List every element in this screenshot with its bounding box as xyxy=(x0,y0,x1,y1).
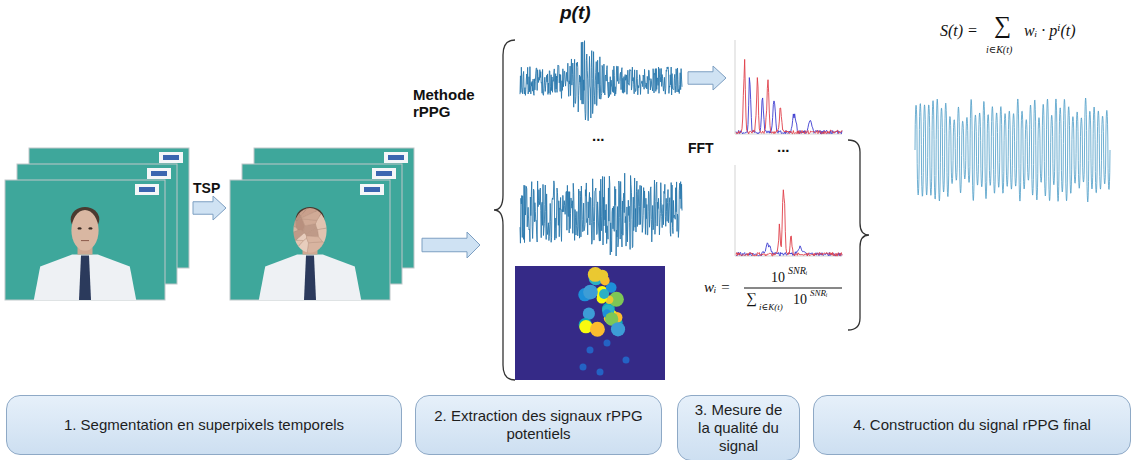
superpixel-dot xyxy=(604,340,611,347)
signal-name: p(t) xyxy=(560,2,591,24)
formula-symbol: ∑ xyxy=(746,290,757,307)
wall-sign xyxy=(159,152,183,163)
wall-sign xyxy=(147,168,171,179)
superpixel xyxy=(307,242,328,255)
superpixel-dot xyxy=(587,347,594,354)
step-text: 1. Segmentation en superpixels temporels xyxy=(64,416,344,434)
superpixel xyxy=(292,230,304,242)
superpixel-dot xyxy=(597,270,608,281)
step-label: FFT xyxy=(688,140,714,156)
formula-exponent: SNRᵢ xyxy=(810,288,827,298)
wall-sign xyxy=(372,168,396,179)
wall-sign-mark xyxy=(388,155,404,160)
superpixel-mosaic xyxy=(292,206,327,255)
rppg-signal xyxy=(520,41,682,121)
superpixel-dot xyxy=(580,364,587,371)
formula-symbol: ∑ xyxy=(994,12,1011,40)
superpixel xyxy=(292,238,308,255)
face xyxy=(71,210,98,251)
formula-part: 10 xyxy=(771,270,785,286)
superpixel-dot xyxy=(597,369,604,376)
method-label: Methode rPPG xyxy=(413,86,495,121)
ellipsis: ... xyxy=(592,127,605,144)
shirt xyxy=(34,254,136,300)
wall-sign xyxy=(360,184,384,195)
snr-map xyxy=(515,266,665,380)
formula-exponent: SNRᵢ xyxy=(788,265,807,277)
wall-sign-mark xyxy=(139,187,155,192)
wall-sign-mark xyxy=(364,187,380,192)
formula-index: i∈K(t) xyxy=(759,302,783,312)
process-step-box: 3. Mesure de la qualité du signal xyxy=(677,395,800,460)
process-step-box: 4. Construction du signal rPPG final xyxy=(813,395,1131,455)
superpixel xyxy=(292,206,301,221)
process-step-box: 1. Segmentation en superpixels temporels xyxy=(6,395,402,455)
eye xyxy=(78,227,82,229)
wall-sign-mark xyxy=(376,171,392,176)
frame-background xyxy=(5,180,165,300)
superpixel-dot xyxy=(611,322,625,336)
eye xyxy=(88,227,92,229)
superpixel xyxy=(318,228,328,245)
step-text: 2. Extraction des signaux rPPG potentiel… xyxy=(426,407,651,443)
video-frame xyxy=(5,180,165,300)
flow-arrow xyxy=(422,232,480,258)
superpixel-dot xyxy=(590,322,605,337)
spectrum-axis xyxy=(735,40,842,134)
flow-arrow xyxy=(688,66,726,90)
superpixel xyxy=(292,221,296,227)
step-text: 3. Mesure de la qualité du signal xyxy=(688,401,789,455)
formula-part: 10 xyxy=(793,292,807,308)
spectrum-line xyxy=(736,59,842,133)
superpixel xyxy=(306,228,319,237)
step-label: TSP xyxy=(193,180,220,196)
superpixel xyxy=(302,207,326,220)
left-brace xyxy=(494,40,515,380)
shirt xyxy=(259,254,361,300)
right-brace xyxy=(848,140,869,330)
final-rppg-signal xyxy=(915,98,1110,202)
formula-part: wᵢ · pⁱ(t) xyxy=(1024,22,1076,40)
tie xyxy=(304,256,316,300)
wall-sign-mark xyxy=(163,155,179,160)
tie xyxy=(79,256,91,300)
frame-background xyxy=(230,180,390,300)
wall-sign xyxy=(135,184,159,195)
superpixel-dot xyxy=(623,357,630,364)
spectrum-line xyxy=(736,190,842,256)
mouth xyxy=(81,240,89,241)
superpixel-dot xyxy=(599,289,609,299)
rppg-signal xyxy=(520,173,682,256)
flow-arrow xyxy=(193,196,226,220)
formula-part: wᵢ = xyxy=(704,279,730,296)
superpixel-dot xyxy=(583,285,598,300)
formula-part: S(t) = xyxy=(940,22,978,40)
video-frame xyxy=(230,180,390,300)
wall-sign xyxy=(384,152,408,163)
superpixel-dot xyxy=(583,308,595,320)
formula-index: i∈K(t) xyxy=(986,44,1012,56)
wall-sign-mark xyxy=(151,171,167,176)
spectrum-axis xyxy=(735,165,842,256)
process-step-box: 2. Extraction des signaux rPPG potentiel… xyxy=(415,395,662,455)
step-text: 4. Construction du signal rPPG final xyxy=(853,416,1091,434)
ellipsis: ... xyxy=(777,138,790,155)
spectrum-line xyxy=(736,78,842,134)
